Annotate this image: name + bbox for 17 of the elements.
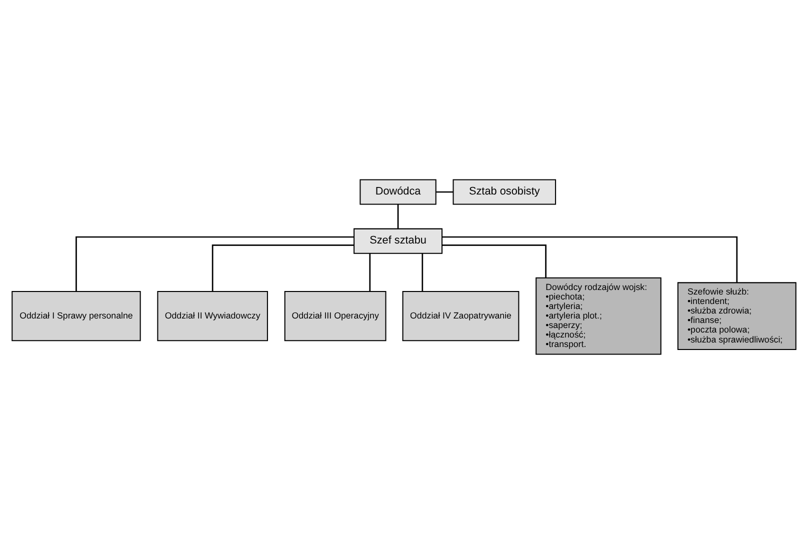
connector xyxy=(397,204,399,228)
node-box: Oddział III Operacyjny xyxy=(284,290,386,341)
connector xyxy=(442,236,738,282)
node-box: Oddział II Wywiadowczy xyxy=(157,290,268,341)
node-box: Dowódcy rodzajów wojsk: •piechota; •artyleria; •artyleria plot.; •saperzy; •łączność; •transport. xyxy=(536,276,662,354)
node-box: Oddział IV Zaopatrywanie xyxy=(402,290,520,341)
node-box: Sztab osobisty xyxy=(452,178,556,204)
node-box: Dowódca xyxy=(360,178,436,204)
connector xyxy=(436,190,454,192)
connector xyxy=(212,244,354,291)
connector xyxy=(442,244,546,278)
connector xyxy=(76,236,354,291)
node-box: Oddział I Sprawy personalne xyxy=(12,290,141,341)
connector xyxy=(422,252,424,291)
node-box: Szef sztabu xyxy=(354,228,443,254)
node-box: Szefowie służb: •intendent; •służba zdrowia; •finanse; •poczta polowa; •służba sprawiedliwości; xyxy=(677,282,796,350)
connector xyxy=(369,252,371,291)
